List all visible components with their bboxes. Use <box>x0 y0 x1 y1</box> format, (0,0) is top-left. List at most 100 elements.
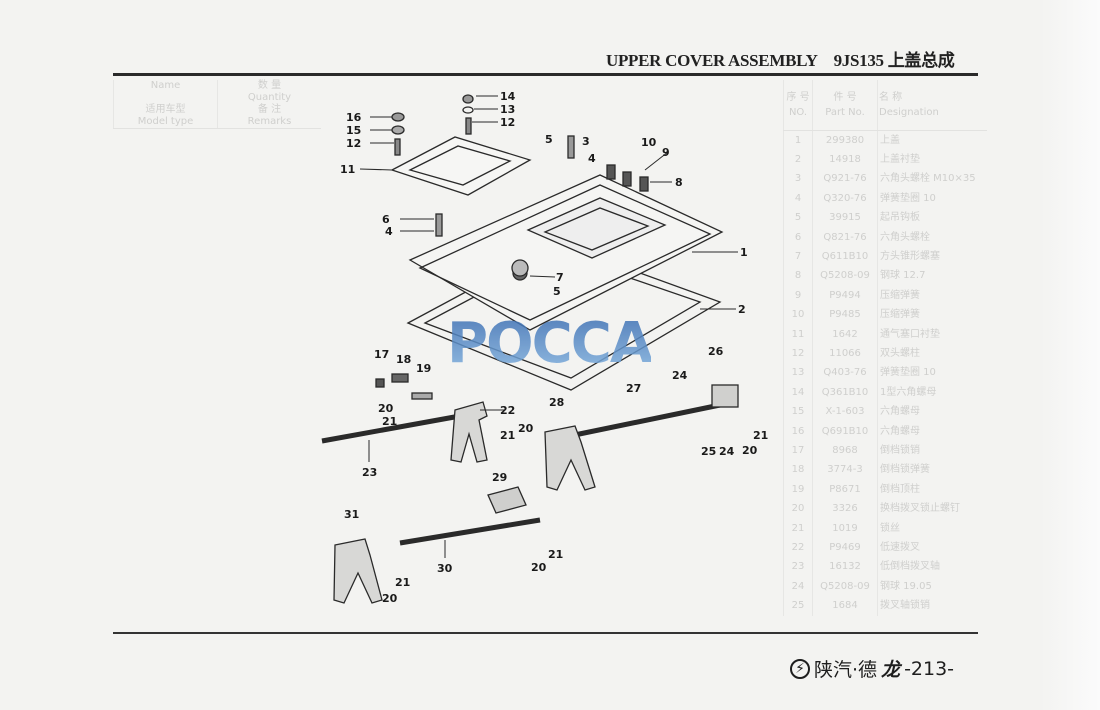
table-cell: 8968 <box>812 441 878 461</box>
table-cell: 1型六角螺母 <box>877 383 987 403</box>
part-callout-4: 4 <box>385 225 393 238</box>
spring-10a <box>606 164 616 180</box>
table-cell: 锁丝 <box>877 518 987 539</box>
header-cn: 数 量 <box>257 80 282 91</box>
table-cell: Q691B10 <box>812 421 878 442</box>
table-cell: 19 <box>783 480 813 500</box>
header-en: Designation <box>879 107 939 118</box>
part-callout-4: 4 <box>588 152 596 165</box>
table-cell: X-1-603 <box>812 402 878 422</box>
part-callout-15: 15 <box>346 124 361 137</box>
part-callout-26: 26 <box>708 345 724 358</box>
table-cell: 23 <box>783 557 813 577</box>
part-callout-21: 21 <box>500 429 515 442</box>
spring-10b <box>622 171 632 187</box>
table-cell: 16 <box>783 421 813 442</box>
plunger-19 <box>411 392 433 400</box>
table-cell: 6 <box>783 227 813 248</box>
table-cell: 25 <box>783 596 813 616</box>
shacman-logo-icon: ⚡ <box>790 658 810 679</box>
washer-13 <box>462 106 474 114</box>
table-cell: 12 <box>783 344 813 364</box>
part-callout-28: 28 <box>549 396 564 409</box>
table-cell: 21 <box>783 518 813 539</box>
shaft-30 <box>399 517 541 546</box>
cover-window <box>526 197 667 259</box>
table-cell: 1 <box>783 130 813 151</box>
table-cell: 起吊钩板 <box>877 208 987 228</box>
table-cell: 通气塞口衬垫 <box>877 324 987 345</box>
table-cell: 低速拨叉 <box>877 538 987 558</box>
table-cell: P9494 <box>812 286 878 306</box>
part-callout-1: 1 <box>740 246 748 259</box>
table-cell: 倒档锁销 <box>877 441 987 461</box>
header-en: Remarks <box>247 116 292 127</box>
shift-block-26 <box>711 384 739 408</box>
table-cell: 3774-3 <box>812 460 878 481</box>
table-cell: 六角螺母 <box>877 421 987 442</box>
part-callout-30: 30 <box>437 562 453 575</box>
title-code: 9JS135 上盖总成 <box>833 51 955 70</box>
part-callout-5: 5 <box>553 285 561 298</box>
part-callout-29: 29 <box>492 471 507 484</box>
table-cell: 六角头螺栓 <box>877 227 987 248</box>
table-cell: 六角螺母 <box>877 402 987 422</box>
table-cell: 1642 <box>812 324 878 345</box>
header-cn: 序 号 <box>786 92 810 103</box>
table-cell: 1684 <box>812 596 878 616</box>
title-english: UPPER COVER ASSEMBLY <box>606 51 818 70</box>
part-callout-20: 20 <box>518 422 534 435</box>
table-cell: 8 <box>783 266 813 287</box>
table-cell: 20 <box>783 499 813 519</box>
table-cell: 10 <box>783 305 813 325</box>
part-callout-18: 18 <box>396 353 411 366</box>
brand-name: 陕汽·德 <box>814 659 878 681</box>
part-callout-22: 22 <box>500 404 515 417</box>
table-cell: 倒档顶柱 <box>877 480 987 500</box>
table-cell: Q5208-09 <box>812 266 878 287</box>
header-en: Name <box>150 80 181 91</box>
part-callout-20: 20 <box>378 402 394 415</box>
table-cell: 5 <box>783 208 813 228</box>
header-rule <box>113 73 978 76</box>
table-cell: 1019 <box>812 518 878 539</box>
header-en: Model type <box>137 116 194 127</box>
part-callout-14: 14 <box>500 90 516 103</box>
table-cell: 14918 <box>812 150 878 170</box>
page-title: UPPER COVER ASSEMBLY 9JS135 上盖总成 <box>606 46 955 71</box>
shift-fork-31 <box>333 538 383 604</box>
table-cell: 15 <box>783 402 813 422</box>
part-callout-2: 2 <box>738 303 746 316</box>
table-cell: 17 <box>783 441 813 461</box>
shaft-27 <box>559 402 721 441</box>
part-callout-6: 6 <box>382 213 390 226</box>
header-en: NO. <box>788 107 808 118</box>
watermark: POCCA <box>447 311 653 376</box>
table-cell: 4 <box>783 189 813 209</box>
part-callout-16: 16 <box>346 111 362 124</box>
table-cell: 方头锥形螺塞 <box>877 247 987 267</box>
spring-18 <box>391 373 409 383</box>
stud-12 <box>465 117 472 135</box>
table-cell: 拨叉轴锁销 <box>877 596 987 616</box>
table-cell: P8671 <box>812 480 878 500</box>
